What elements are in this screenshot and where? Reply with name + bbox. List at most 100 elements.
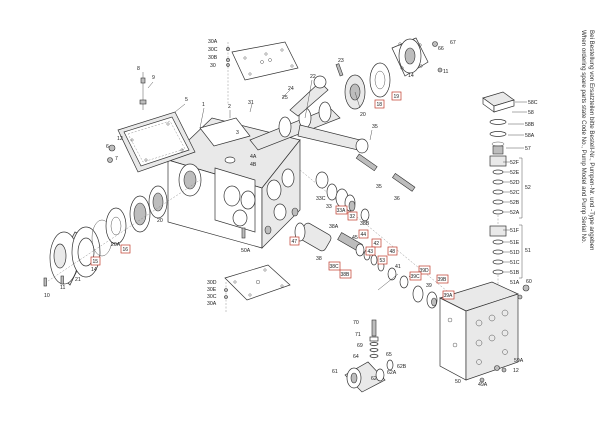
note-german: Bei Bestellung von Ersatzteilen bitte Be… — [588, 30, 595, 251]
label-38B: 38B — [360, 221, 370, 227]
side-cover-plate — [107, 77, 196, 173]
label-51E: 51E — [510, 240, 520, 246]
boxed-38C: 38C — [330, 264, 340, 270]
label-30E: 30E — [207, 287, 217, 293]
label-14-left: 14 — [91, 267, 97, 273]
valve-stack-lower — [489, 225, 530, 300]
label-52A: 52A — [510, 210, 520, 216]
label-25: 25 — [282, 95, 288, 101]
boxed-42: 42 — [374, 241, 380, 247]
label-23: 23 — [338, 58, 344, 64]
label-20-left: 20 — [157, 218, 163, 224]
note-english: When ordering spare parts state Code No.… — [580, 30, 587, 244]
left-bearing-assembly — [43, 179, 201, 287]
label-24: 24 — [288, 86, 294, 92]
boxed-19: 19 — [394, 94, 400, 100]
label-20A: 20A — [111, 242, 121, 248]
boxed-38B: 38B — [341, 272, 351, 278]
top-cover-plate — [226, 41, 299, 105]
label-71: 71 — [355, 332, 361, 338]
label-58: 58 — [528, 110, 534, 116]
boxed-18: 18 — [377, 102, 383, 108]
boxed-43: 43 — [368, 249, 374, 255]
label-30: 30 — [210, 63, 216, 69]
label-30A-low: 30A — [207, 301, 217, 307]
label-51B: 51B — [510, 270, 520, 276]
label-62: 62 — [371, 376, 377, 382]
label-51A: 51A — [510, 280, 520, 286]
label-59A: 59A — [514, 358, 524, 364]
label-36: 36 — [394, 196, 400, 202]
label-9: 9 — [152, 75, 155, 81]
bottom-oil-plate — [224, 227, 291, 312]
boxed-33A: 33A — [337, 208, 347, 214]
label-51: 51 — [525, 248, 531, 254]
boxed-callouts: 18 19 15 16 33A 32 47 44 42 43 48 53 38C… — [90, 91, 455, 300]
label-12-low: 12 — [513, 368, 519, 374]
label-45: 45 — [352, 235, 358, 241]
label-11-right: 11 — [443, 69, 448, 75]
boxed-15: 15 — [93, 259, 99, 265]
label-52F: 52F — [510, 160, 519, 166]
label-62B: 62B — [397, 364, 407, 370]
label-52D: 52D — [510, 180, 520, 186]
label-52B: 52B — [510, 200, 520, 206]
label-33C: 33C — [316, 196, 326, 202]
boxed-16: 16 — [123, 247, 129, 253]
label-30D: 30D — [207, 280, 217, 286]
boxed-39B: 39B — [438, 277, 448, 283]
ordering-note: Bei Bestellung von Ersatzteilen bitte Be… — [555, 30, 595, 380]
pump-head-manifold — [439, 281, 519, 381]
crankshaft — [249, 62, 391, 154]
label-52E: 52E — [510, 170, 520, 176]
label-2: 2 — [228, 104, 231, 110]
boxed-39A: 39A — [444, 293, 454, 299]
label-50A: 50A — [241, 248, 251, 254]
label-49A: 49A — [478, 382, 488, 388]
label-51C: 51C — [510, 260, 520, 266]
label-31: 31 — [248, 100, 254, 106]
label-26: 20 — [360, 112, 366, 118]
label-3: 3 — [236, 130, 239, 136]
valve-stack-upper — [482, 91, 515, 225]
right-bearing-cover — [391, 37, 443, 77]
label-4A: 4A — [250, 154, 257, 160]
label-7: 7 — [115, 156, 118, 162]
label-61: 61 — [332, 369, 338, 375]
label-21: 21 — [75, 277, 81, 283]
label-58B: 58B — [525, 122, 535, 128]
ordering-note-text: Bei Bestellung von Ersatzteilen bitte Be… — [555, 30, 595, 380]
label-69: 69 — [357, 343, 363, 349]
label-35: 35 — [372, 124, 378, 130]
label-30B: 30B — [208, 55, 218, 61]
plunger-seal-assembly — [294, 153, 471, 311]
boxed-48: 48 — [390, 249, 396, 255]
label-30C-low: 30C — [207, 294, 217, 300]
label-11-left: 11 — [60, 285, 65, 291]
label-5: 5 — [185, 97, 188, 103]
label-4B: 4B — [250, 162, 257, 168]
label-38: 38 — [316, 256, 322, 262]
label-12: 12 — [117, 136, 123, 142]
label-57: 57 — [525, 146, 531, 152]
label-51F: 51F — [510, 228, 519, 234]
boxed-32: 32 — [350, 214, 356, 220]
label-33: 33 — [326, 204, 332, 210]
label-10: 10 — [44, 293, 50, 299]
label-64: 64 — [353, 354, 359, 360]
label-30A: 30A — [208, 39, 218, 45]
boxed-46: 47 — [292, 239, 298, 245]
label-30C: 30C — [208, 47, 218, 53]
label-65: 65 — [386, 352, 392, 358]
label-58C: 58C — [528, 100, 538, 106]
unloader-valve — [344, 273, 507, 393]
label-70: 70 — [353, 320, 359, 326]
label-41: 41 — [395, 264, 401, 270]
boxed-39C: 39C — [411, 274, 421, 280]
label-8: 8 — [137, 66, 140, 72]
label-58A: 58A — [525, 133, 535, 139]
label-60: 60 — [526, 279, 532, 285]
callout-labels: 8 9 5 1 2 31 3 4A 4B 12 6 7 30A 30C 30B … — [44, 39, 538, 388]
label-52C: 52C — [510, 190, 520, 196]
